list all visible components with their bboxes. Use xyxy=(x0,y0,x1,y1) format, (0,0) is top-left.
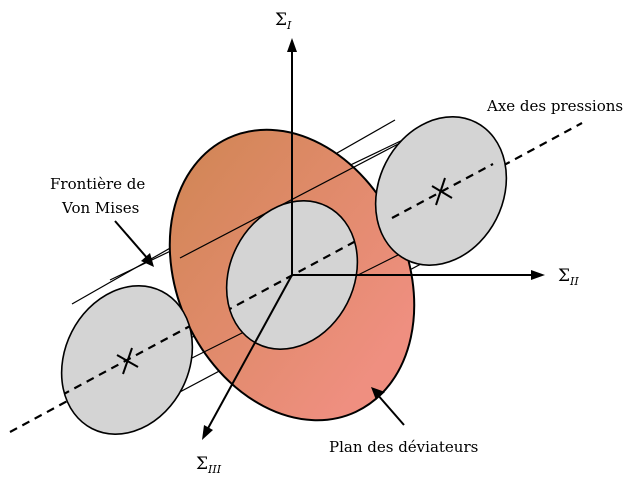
axis-segment-center xyxy=(201,227,381,326)
axis-sigma-2-arrowhead xyxy=(531,270,545,280)
axis-sigma-3-label: ΣIII xyxy=(196,454,222,476)
von-mises-label-line2: Von Mises xyxy=(61,199,139,217)
axis-segment-right xyxy=(391,163,494,219)
stress-axes xyxy=(205,46,536,433)
deviator-pointer-line xyxy=(376,393,405,426)
center-marker-right xyxy=(431,177,453,206)
axis-sigma-3-line xyxy=(205,274,293,433)
axis-sigma-3-arrowhead xyxy=(202,425,213,440)
von-mises-label-line1: Frontière de xyxy=(50,175,145,193)
deviator-plane-label: Plan des déviateurs xyxy=(329,438,478,456)
von-mises-pointer-line xyxy=(114,220,149,260)
deviator-pointer-arrowhead xyxy=(371,387,385,400)
center-marker-left xyxy=(116,347,139,375)
von-mises-pointer-arrowhead xyxy=(141,253,154,267)
axis-sigma-1-arrowhead xyxy=(287,38,297,52)
axis-sigma-1-label: ΣI xyxy=(275,10,292,32)
pressure-axis-label: Axe des pressions xyxy=(486,97,623,115)
axis-sigma-2-label: ΣII xyxy=(558,266,579,288)
